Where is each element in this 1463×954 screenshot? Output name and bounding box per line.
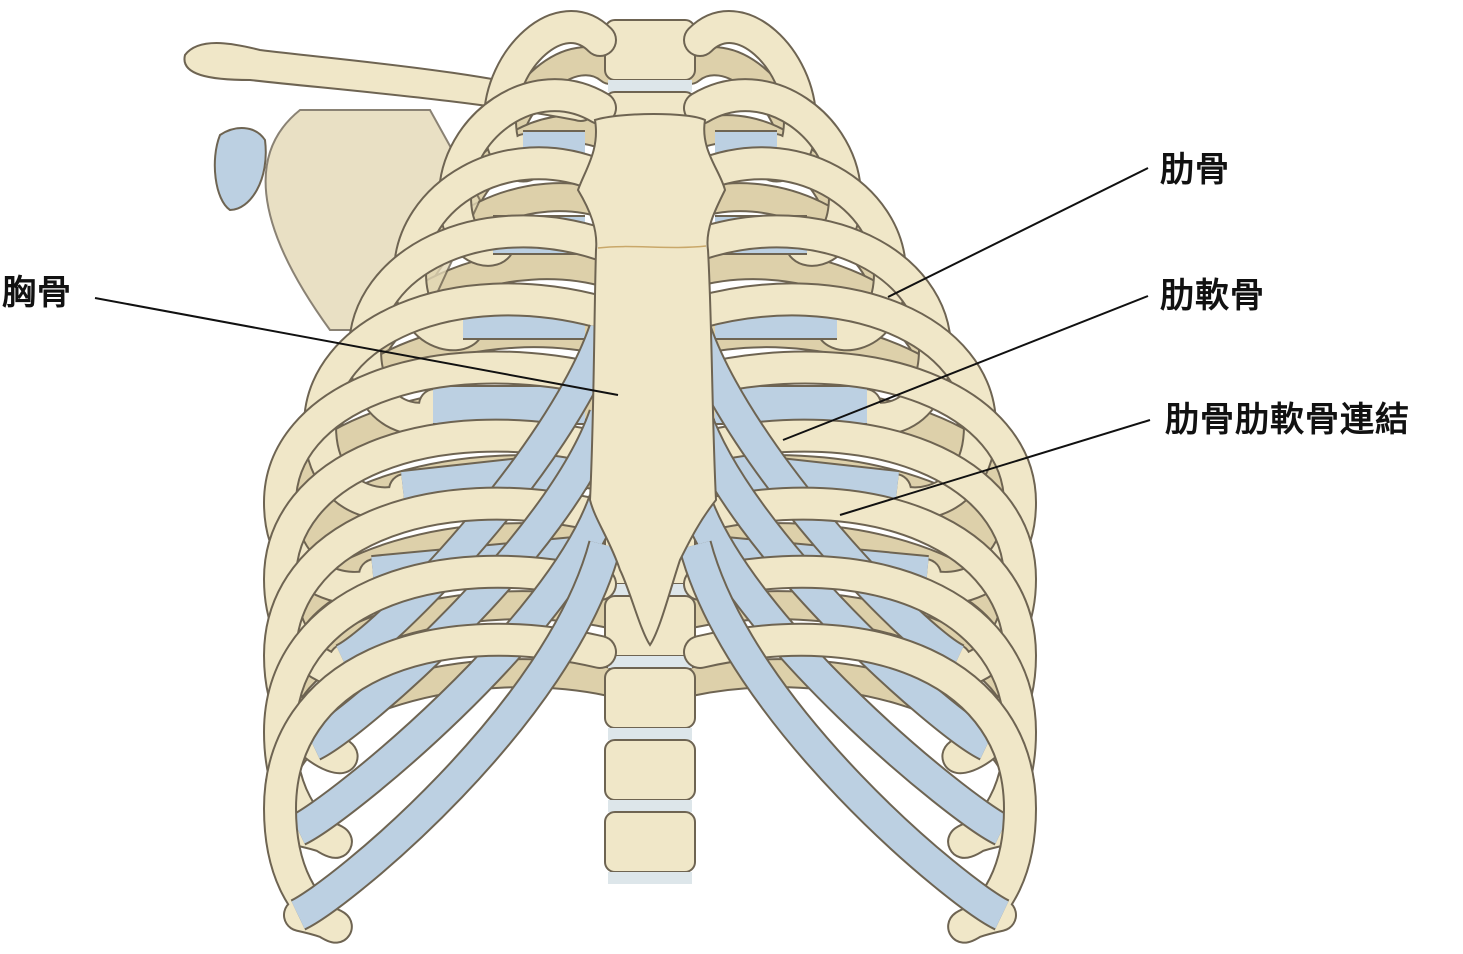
rib [685,624,1036,942]
intervertebral-disc [608,728,692,740]
leader-lines [94,167,1151,516]
intervertebral-disc [608,800,692,812]
rib [264,488,615,773]
costal-cartilage [680,324,965,674]
costal-cartilage [680,541,1010,929]
intervertebral-disc [608,872,692,884]
vertebra [604,667,696,729]
rib [685,556,1036,857]
costal-cartilage [680,494,1010,844]
rib [264,556,615,857]
label-sternum: 胸骨 [2,273,72,313]
leader-line-rib [887,167,1149,298]
costal-cartilage [305,409,620,759]
leader-line-sternum [94,297,619,396]
intervertebral-disc [608,80,692,92]
leader-line-costal-cartilage [782,295,1149,441]
shoulder-joint-cartilage [213,127,267,212]
anterior-ribs [262,10,1038,944]
label-costochondral-joint: 肋骨肋軟骨連結 [1165,400,1410,440]
costal-cartilage [680,409,995,759]
costal-cartilage [713,452,899,508]
intervertebral-disc [608,656,692,668]
vertebra [604,811,696,873]
leader-line-costochondral-joint [839,419,1151,516]
label-rib: 肋骨 [1160,150,1230,190]
vertebra [604,19,696,81]
costal-cartilage [290,494,620,844]
vertebra [604,739,696,801]
costal-cartilage [335,324,620,674]
rib [264,624,615,942]
label-costal-cartilage: 肋軟骨 [1160,276,1265,316]
sternum [576,113,727,647]
costal-cartilage [290,541,620,929]
rib [685,488,1036,773]
costal-cartilage [401,452,587,508]
